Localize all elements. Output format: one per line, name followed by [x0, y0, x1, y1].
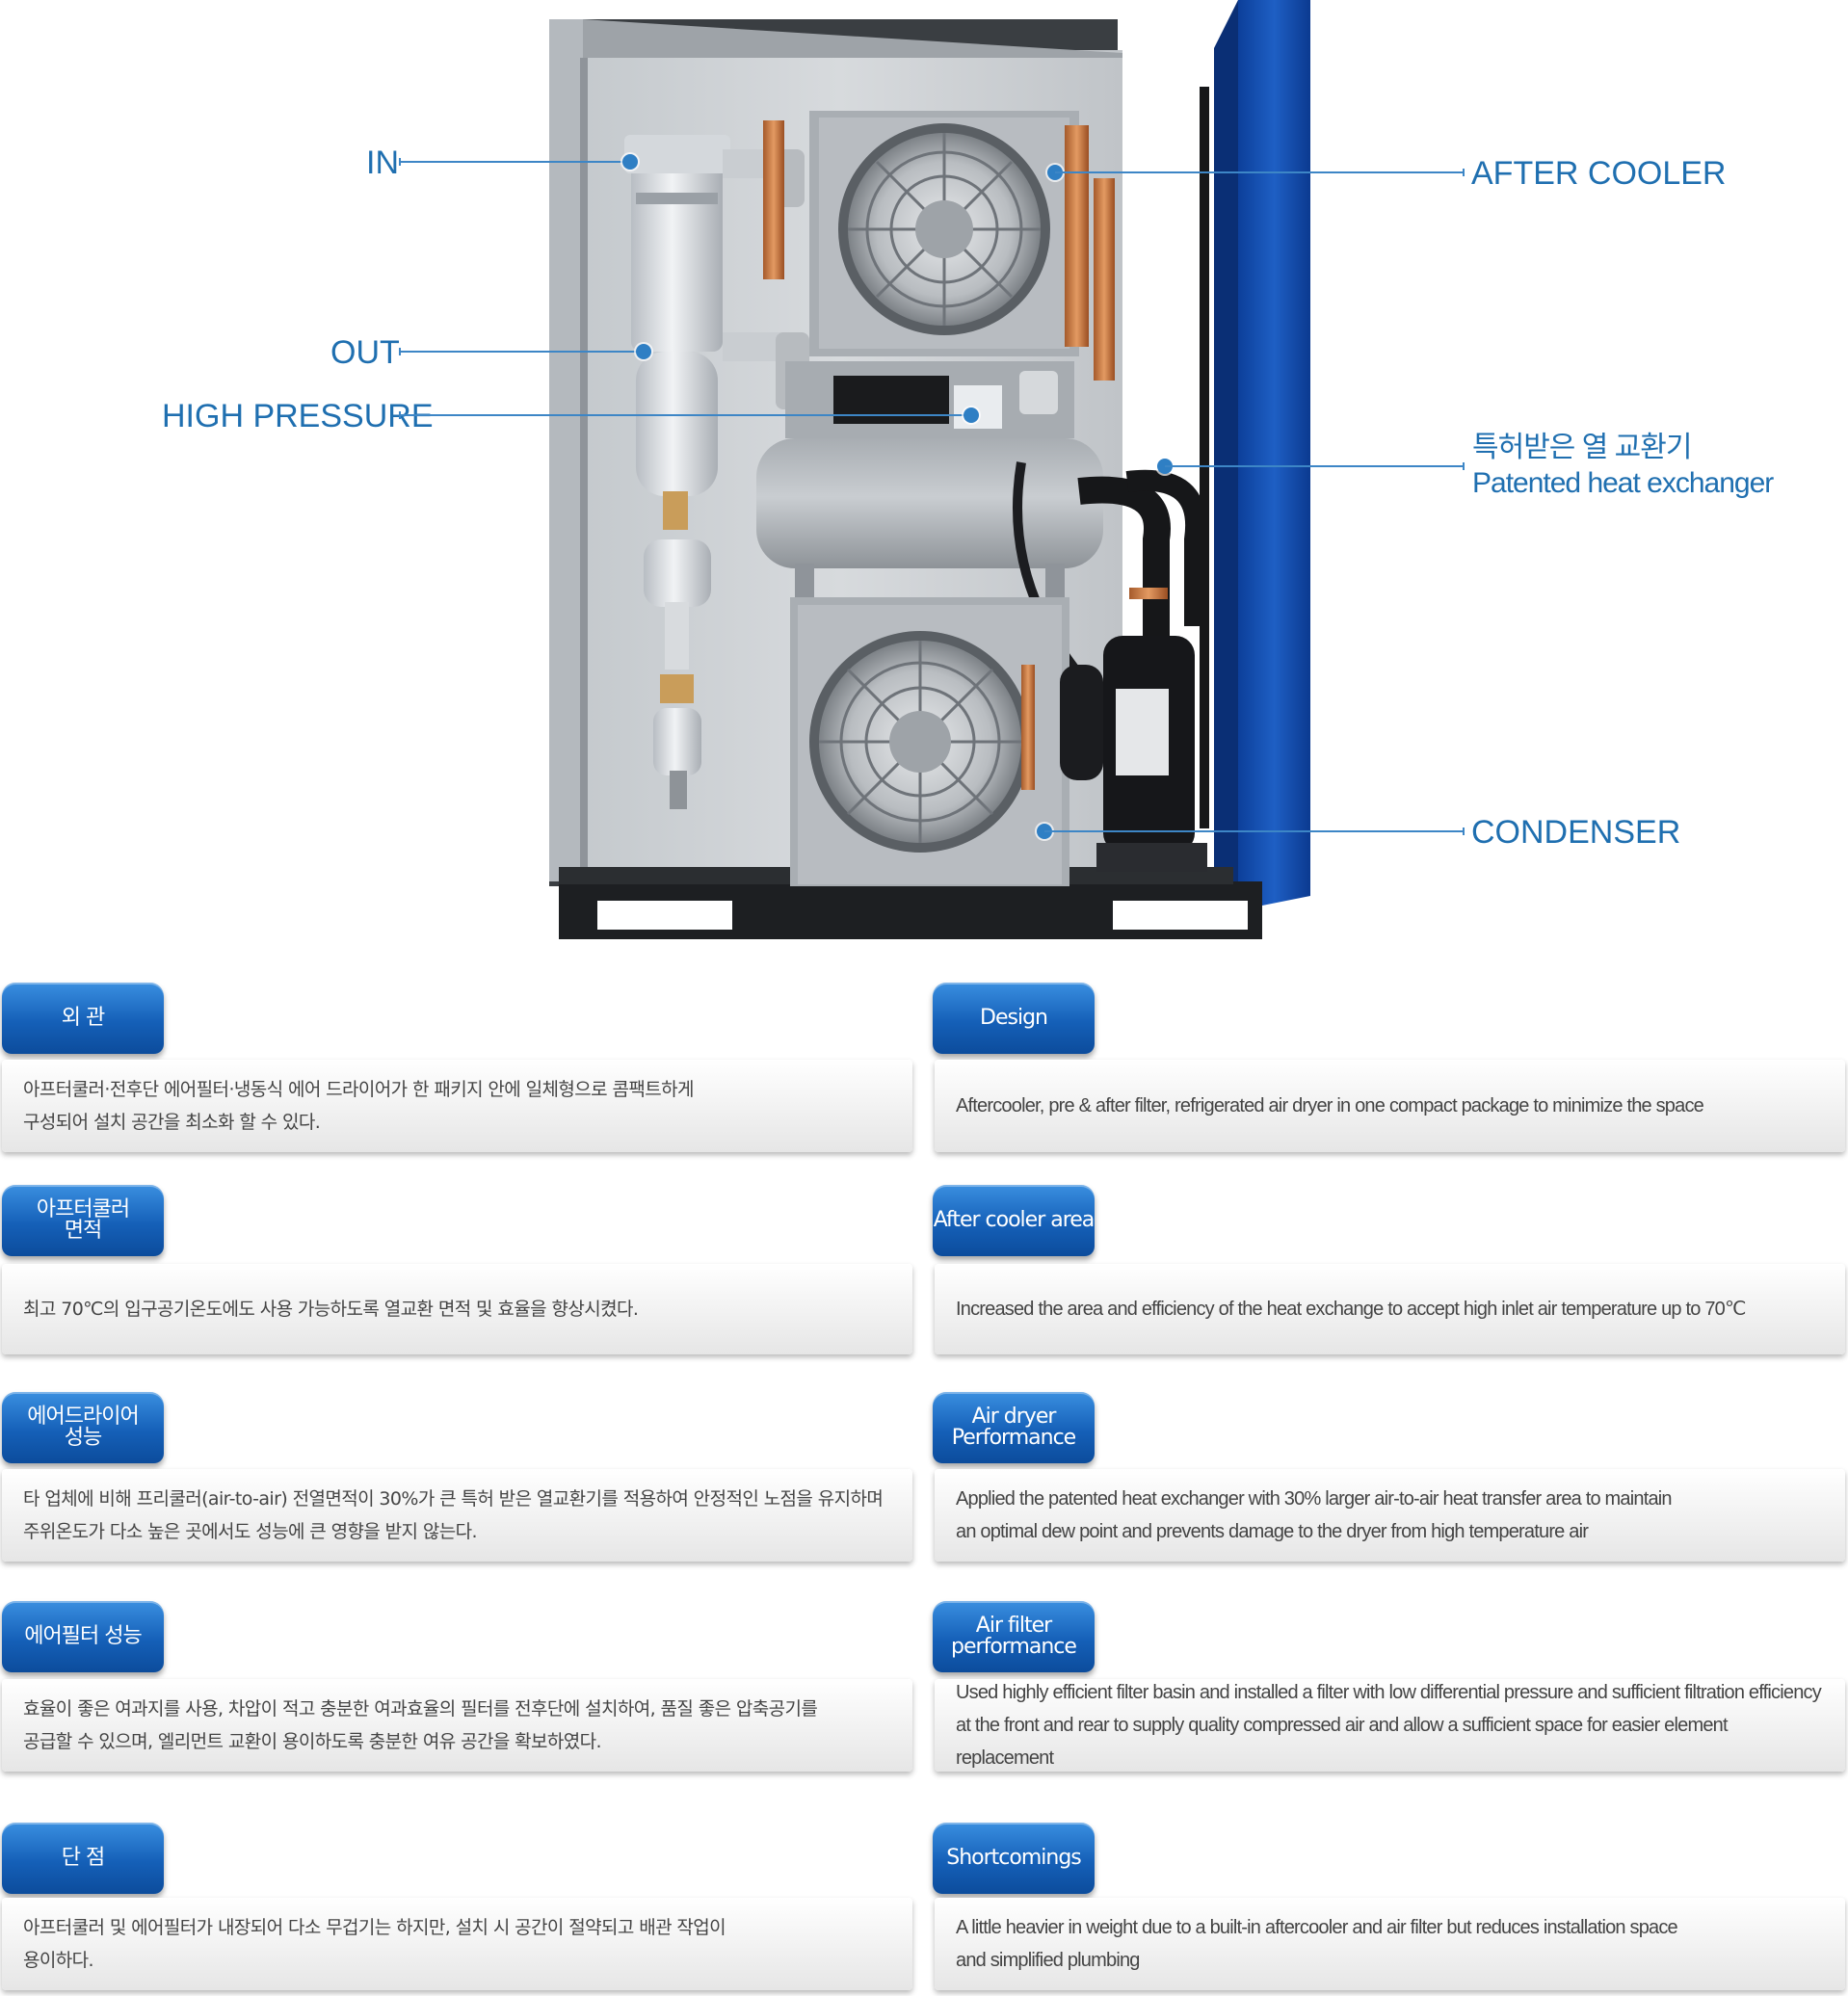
desc-text: 효율이 좋은 여과지를 사용, 차압이 적고 충분한 여과효율의 필터를 전후단…	[23, 1698, 818, 1752]
desc-en-shortcomings: A little heavier in weight due to a buil…	[935, 1898, 1845, 1990]
leader-tick	[1463, 462, 1465, 470]
leader-tick	[1463, 169, 1465, 176]
desc-ko-shortcomings: 아프터쿨러 및 에어필터가 내장되어 다소 무겁기는 하지만, 설치 시 공간이…	[2, 1898, 912, 1990]
desc-ko-air-filter: 효율이 좋은 여과지를 사용, 차압이 적고 충분한 여과효율의 필터를 전후단…	[2, 1679, 912, 1772]
label-after-cooler: AFTER COOLER	[1471, 155, 1727, 192]
badge-title: Air filter	[975, 1614, 1052, 1638]
desc-text: 아프터쿨러·전후단 에어필터·냉동식 에어 드라이어가 한 패키지 안에 일체형…	[23, 1079, 694, 1133]
desc-en-air-filter: Used highly efficient filter basin and i…	[935, 1679, 1845, 1772]
desc-text: 최고 70℃의 입구공기온도에도 사용 가능하도록 열교환 면적 및 효율을 향…	[23, 1299, 639, 1320]
leader-line-out	[399, 351, 644, 353]
label-in: IN	[366, 144, 399, 181]
badge-title: Air dryer	[971, 1405, 1057, 1429]
desc-text: 아프터쿨러 및 에어필터가 내장되어 다소 무겁기는 하지만, 설치 시 공간이…	[23, 1917, 726, 1971]
badge-en-design: Design	[933, 983, 1095, 1054]
desc-ko-design: 아프터쿨러·전후단 에어필터·냉동식 에어 드라이어가 한 패키지 안에 일체형…	[2, 1060, 912, 1152]
air-dryer-illustration	[549, 0, 1310, 939]
badge-ko-air-filter: 에어필터 성능	[2, 1601, 164, 1672]
badge-title: 에어필터 성능	[24, 1624, 142, 1648]
desc-text: Aftercooler, pre & after filter, refrige…	[956, 1095, 1704, 1116]
leader-line-condenser	[1044, 830, 1463, 832]
badge-title: Design	[980, 1006, 1048, 1030]
badge-title: 단 점	[61, 1846, 105, 1870]
desc-text: Used highly efficient filter basin and i…	[956, 1682, 1822, 1769]
badge-en-shortcomings: Shortcomings	[933, 1823, 1095, 1894]
badge-title: 에어드라이어	[27, 1405, 139, 1429]
leader-line-heat-exchanger	[1165, 465, 1464, 467]
badge-title: Shortcomings	[946, 1846, 1082, 1870]
badge-title: 외 관	[61, 1006, 105, 1030]
desc-en-air-dryer: Applied the patented heat exchanger with…	[935, 1469, 1845, 1562]
leader-line-high-pressure	[399, 414, 973, 416]
desc-text: 타 업체에 비해 프리쿨러(air-to-air) 전열면적이 30%가 큰 특…	[23, 1488, 884, 1542]
label-high-pressure: HIGH PRESSURE	[162, 398, 434, 434]
badge-title: 아프터쿨러	[36, 1197, 130, 1221]
badge-title: Performance	[951, 1426, 1076, 1450]
label-heat-exchanger-ko: 특허받은 열 교환기	[1472, 432, 1692, 463]
badge-title: 성능	[64, 1426, 102, 1450]
badge-ko-shortcomings: 단 점	[2, 1823, 164, 1894]
leader-tick	[1463, 827, 1465, 835]
badge-en-after-cooler-area: After cooler area	[933, 1185, 1095, 1256]
badge-title: 면적	[64, 1219, 102, 1243]
badge-ko-design: 외 관	[2, 983, 164, 1054]
pointer-dot-out	[636, 344, 651, 359]
desc-en-design: Aftercooler, pre & after filter, refrige…	[935, 1060, 1845, 1152]
desc-ko-air-dryer: 타 업체에 비해 프리쿨러(air-to-air) 전열면적이 30%가 큰 특…	[2, 1469, 912, 1562]
pointer-dot-in	[622, 154, 638, 170]
desc-ko-after-cooler-area: 최고 70℃의 입구공기온도에도 사용 가능하도록 열교환 면적 및 효율을 향…	[2, 1264, 912, 1354]
leader-line-after-cooler	[1055, 171, 1463, 173]
label-out: OUT	[330, 334, 400, 371]
desc-text: Increased the area and efficiency of the…	[956, 1299, 1746, 1320]
leader-line-in	[399, 161, 630, 163]
desc-text: A little heavier in weight due to a buil…	[956, 1917, 1678, 1971]
label-heat-exchanger-en: Patented heat exchanger	[1472, 467, 1774, 499]
label-condenser: CONDENSER	[1471, 814, 1681, 851]
pointer-dot-high-pressure	[964, 407, 979, 423]
desc-en-after-cooler-area: Increased the area and efficiency of the…	[935, 1264, 1845, 1354]
badge-title: After cooler area	[933, 1208, 1096, 1232]
desc-text: Applied the patented heat exchanger with…	[956, 1488, 1673, 1542]
badge-title: performance	[951, 1635, 1077, 1659]
